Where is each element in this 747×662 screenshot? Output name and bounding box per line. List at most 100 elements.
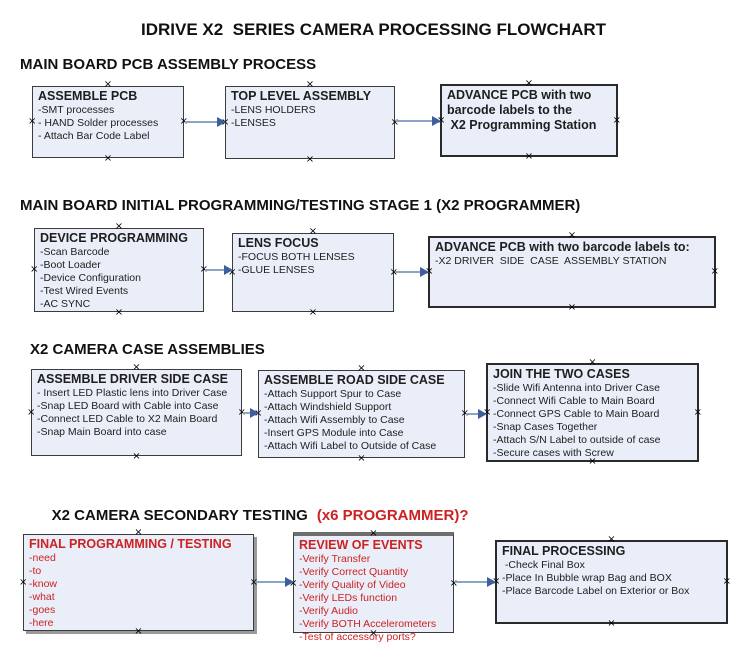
process-box-assemble-driver-side-case: ASSEMBLE DRIVER SIDE CASE - Insert LED P… bbox=[27, 363, 246, 462]
process-box-assemble-road-side-case: ASSEMBLE ROAD SIDE CASE -Attach Support … bbox=[254, 364, 469, 464]
box-title: ASSEMBLE PCB bbox=[38, 89, 138, 103]
box-item: -X2 DRIVER SIDE CASE ASSEMBLY STATION bbox=[435, 255, 667, 267]
box-title: DEVICE PROGRAMMING bbox=[40, 231, 188, 245]
box-item: -Connect GPS Cable to Main Board bbox=[493, 408, 660, 420]
section-heading-case-assemblies: X2 CAMERA CASE ASSEMBLIES bbox=[30, 341, 265, 358]
box-item: -Insert GPS Module into Case bbox=[264, 427, 404, 439]
arrowhead-icon bbox=[285, 577, 294, 587]
box-item: -Place Barcode Label on Exterior or Box bbox=[502, 585, 690, 597]
box-item: -Verify Transfer bbox=[299, 553, 371, 565]
box-item: -Connect LED Cable to X2 Main Board bbox=[37, 413, 218, 425]
box-item: -Attach Wifi Assembly to Case bbox=[264, 414, 405, 426]
section-heading-secondary-testing-text: X2 CAMERA SECONDARY TESTING bbox=[51, 507, 308, 524]
box-title: ASSEMBLE DRIVER SIDE CASE bbox=[37, 372, 229, 386]
connector-arrow bbox=[395, 267, 429, 277]
connection-handle-icon: × bbox=[305, 154, 315, 165]
section-heading-secondary-testing: X2 CAMERA SECONDARY TESTING (x6 PROGRAMME… bbox=[35, 490, 469, 541]
box-item: -here bbox=[29, 617, 54, 629]
connection-handle-icon: × bbox=[722, 576, 731, 587]
box-title: ADVANCE PCB with two barcode labels to: bbox=[435, 240, 690, 254]
box-item: -Test of accessory ports? bbox=[299, 631, 416, 643]
process-box-top-level-assembly: TOP LEVEL ASSEMBLY -LENS HOLDERS -LENSES… bbox=[221, 80, 399, 165]
box-item: -Device Configuration bbox=[40, 272, 141, 284]
process-box-lens-focus: LENS FOCUS -FOCUS BOTH LENSES -GLUE LENS… bbox=[228, 227, 398, 318]
connector-arrow bbox=[455, 577, 496, 587]
connection-handle-icon: × bbox=[693, 406, 702, 418]
box-item: -goes bbox=[29, 604, 56, 616]
connector-arrow bbox=[243, 408, 259, 418]
box-item: -Snap LED Board with Cable into Case bbox=[37, 400, 219, 412]
box-title-line: barcode labels to the bbox=[447, 103, 573, 117]
box-item: -Verify Audio bbox=[299, 605, 358, 617]
arrowhead-icon bbox=[420, 267, 429, 277]
box-item: -Check Final Box bbox=[502, 559, 585, 571]
box-item: -to bbox=[29, 565, 42, 577]
box-item: -Slide Wifi Antenna into Driver Case bbox=[493, 382, 660, 394]
process-box-join-the-two-cases: JOIN THE TWO CASES -Slide Wifi Antenna i… bbox=[483, 358, 702, 467]
box-item: -need bbox=[29, 552, 56, 564]
connection-handle-icon: × bbox=[567, 302, 577, 313]
connector-arrow bbox=[205, 265, 233, 275]
connection-handle-icon: × bbox=[19, 576, 28, 588]
arrowhead-icon bbox=[217, 117, 226, 127]
arrowhead-icon bbox=[250, 408, 259, 418]
process-box-device-programming: DEVICE PROGRAMMING -Scan Barcode -Boot L… bbox=[30, 222, 208, 318]
box-item: -Verify Quality of Video bbox=[299, 579, 406, 591]
box-title-line: X2 Programming Station bbox=[447, 118, 597, 132]
box-item: - HAND Solder processes bbox=[38, 117, 159, 129]
box-item: -GLUE LENSES bbox=[238, 264, 315, 276]
box-item: -Attach Windshield Support bbox=[264, 401, 392, 413]
box-item: -SMT processes bbox=[38, 104, 115, 116]
connection-handle-icon: × bbox=[524, 151, 534, 162]
box-item: -Boot Loader bbox=[40, 259, 101, 271]
connection-handle-icon: × bbox=[308, 307, 318, 318]
box-item: -Snap Cases Together bbox=[493, 421, 598, 433]
connection-handle-icon: × bbox=[710, 266, 719, 277]
box-title: LENS FOCUS bbox=[238, 236, 319, 250]
box-title: TOP LEVEL ASSEMBLY bbox=[231, 89, 372, 103]
section-heading-programmer-question: (x6 PROGRAMMER)? bbox=[316, 507, 469, 524]
box-item: -Scan Barcode bbox=[40, 246, 110, 258]
process-box-final-programming-testing: FINAL PROGRAMMING / TESTING -need -to -k… bbox=[19, 528, 258, 637]
box-item: - Attach Bar Code Label bbox=[38, 130, 150, 142]
box-item: -know bbox=[29, 578, 58, 590]
connector-arrow bbox=[185, 117, 226, 127]
box-title: JOIN THE TWO CASES bbox=[493, 367, 630, 381]
box-item: -Test Wired Events bbox=[40, 285, 129, 297]
arrowhead-icon bbox=[478, 409, 487, 419]
connector-arrow bbox=[396, 116, 441, 126]
box-item: -FOCUS BOTH LENSES bbox=[238, 251, 355, 263]
box-item: -Connect Wifi Cable to Main Board bbox=[493, 395, 655, 407]
box-title: ASSEMBLE ROAD SIDE CASE bbox=[264, 373, 445, 387]
box-item: -Attach Support Spur to Case bbox=[264, 388, 402, 400]
connection-handle-icon: × bbox=[28, 116, 37, 127]
flowchart-title: IDRIVE X2 SERIES CAMERA PROCESSING FLOWC… bbox=[140, 20, 607, 39]
box-item: -AC SYNC bbox=[40, 298, 91, 310]
section-heading-pcb-assembly: MAIN BOARD PCB ASSEMBLY PROCESS bbox=[20, 56, 317, 73]
box-item: -Attach S/N Label to outside of case bbox=[493, 434, 661, 446]
connector-arrow bbox=[255, 577, 294, 587]
box-item: -Verify BOTH Accelerometers bbox=[299, 618, 437, 630]
process-box-review-of-events: REVIEW OF EVENTS -Verify Transfer -Verif… bbox=[289, 529, 458, 644]
box-item: -Verify LEDs function bbox=[299, 592, 398, 604]
arrowhead-icon bbox=[224, 265, 233, 275]
box-item: -Verify Correct Quantity bbox=[299, 566, 409, 578]
box-item: - Insert LED Plastic lens into Driver Ca… bbox=[37, 387, 228, 399]
box-item: -Snap Main Board into case bbox=[37, 426, 167, 438]
connection-handle-icon: × bbox=[132, 451, 141, 462]
connection-handle-icon: × bbox=[390, 116, 399, 128]
connection-handle-icon: × bbox=[27, 406, 36, 418]
box-item: -what bbox=[29, 591, 55, 603]
box-item: -Attach Wifi Label to Outside of Case bbox=[264, 440, 437, 452]
process-box-advance-pcb-programming-station: ADVANCE PCB with two barcode labels to t… bbox=[437, 79, 621, 162]
box-item: -LENS HOLDERS bbox=[231, 104, 316, 116]
connection-handle-icon: × bbox=[357, 453, 366, 464]
box-item: -Secure cases with Screw bbox=[493, 447, 614, 459]
connection-handle-icon: × bbox=[103, 153, 113, 164]
process-box-advance-pcb-driver-side-station: ADVANCE PCB with two barcode labels to: … bbox=[425, 231, 719, 313]
box-item: -Place In Bubble wrap Bag and BOX bbox=[502, 572, 672, 584]
box-title: REVIEW OF EVENTS bbox=[299, 538, 423, 552]
connection-handle-icon: × bbox=[30, 264, 39, 275]
section-heading-initial-programming: MAIN BOARD INITIAL PROGRAMMING/TESTING S… bbox=[20, 197, 581, 214]
